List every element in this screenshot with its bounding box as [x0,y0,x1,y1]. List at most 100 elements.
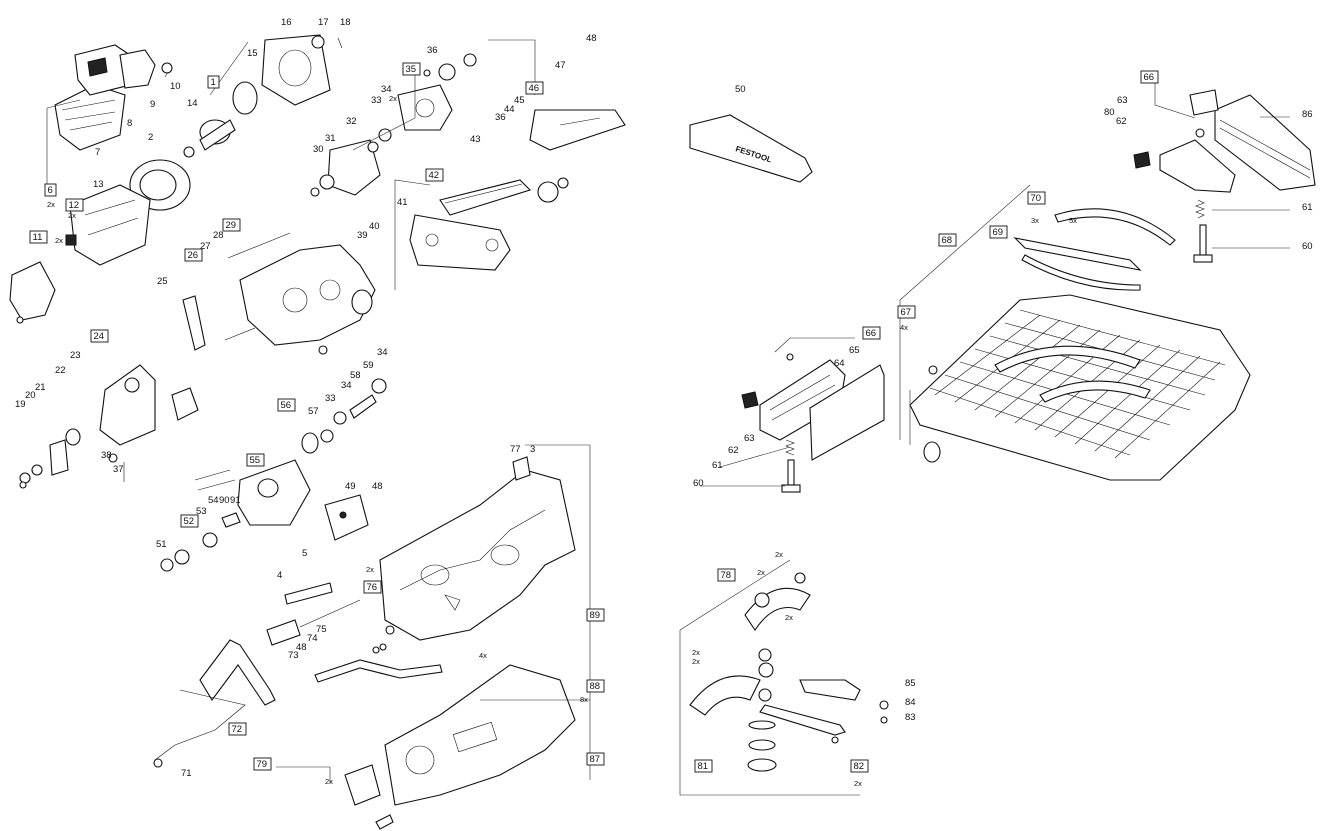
label-box [989,225,1008,239]
quantity-label: 5x [1069,216,1077,225]
part-label-19: 19 [15,399,26,410]
part-label-66: 66 [862,326,881,340]
part-label-36: 36 [495,112,506,123]
label-text: 32 [346,116,357,127]
label-text: 8 [127,118,132,129]
label-box [850,759,869,773]
part-label-17: 17 [318,17,329,28]
label-text: 25 [157,276,168,287]
part-label-24: 24 [90,329,109,343]
label-text: 68 [942,235,953,246]
part-label-61: 61 [1302,202,1313,213]
label-text: 48 [586,33,597,44]
part-label-23: 23 [70,350,81,361]
part-label-18: 18 [340,17,351,28]
part-label-42: 42 [425,168,444,182]
label-text: 9 [150,99,155,110]
label-text: 90 [219,495,230,506]
label-text: 65 [849,345,860,356]
label-text: 42 [429,170,440,181]
part-label-56: 56 [277,398,296,412]
part-label-38: 38 [101,450,112,461]
part-label-67: 67 [897,305,916,319]
label-text: 67 [901,307,912,318]
label-text: 34 [341,380,352,391]
label-text: 91 [230,495,241,506]
label-box [1140,70,1159,84]
part-label-46: 46 [525,81,544,95]
part-label-71: 71 [181,768,192,779]
label-box [207,75,220,89]
label-text: 44 [504,104,515,115]
part-label-87: 87 [586,752,605,766]
label-text: 76 [367,582,378,593]
label-text: 61 [712,460,723,471]
label-box [246,453,265,467]
part-label-8: 8 [127,118,132,129]
label-text: 7 [95,147,100,158]
part-label-84: 84 [905,697,916,708]
label-box [402,62,421,76]
label-text: 1 [211,77,216,88]
part-label-39: 39 [357,230,368,241]
part-label-43: 43 [470,134,481,145]
label-text: 22 [55,365,66,376]
label-text: 41 [397,197,408,208]
label-box [717,568,736,582]
label-text: 36 [427,45,438,56]
quantity-label: 3x [1031,216,1039,225]
part-label-32: 32 [346,116,357,127]
label-text: 48 [296,642,307,653]
part-label-27: 27 [200,241,211,252]
label-text: 29 [226,220,237,231]
label-text: 69 [993,227,1004,238]
label-box [44,183,57,197]
label-text: 87 [590,754,601,765]
label-text: 17 [318,17,329,28]
label-text: 2 [148,132,153,143]
label-text: 51 [156,539,167,550]
saw-head-group [19,364,387,572]
label-text: 50 [735,84,746,95]
label-text: 20 [25,390,36,401]
label-text: 23 [70,350,81,361]
part-label-76: 76 [363,580,382,594]
label-text: 74 [307,633,318,644]
label-box [277,398,296,412]
label-text: 33 [325,393,336,404]
part-label-61: 61 [712,460,723,471]
label-text: 55 [250,455,261,466]
label-text: 82 [854,761,865,772]
part-label-35: 35 [402,62,421,76]
label-text: 72 [232,724,243,735]
label-box [525,81,544,95]
part-label-91: 91 [230,495,241,506]
label-box [586,679,605,693]
part-label-13: 13 [93,179,104,190]
label-text: 66 [866,328,877,339]
label-text: 79 [257,759,268,770]
part-label-73: 73 [288,650,299,661]
label-text: 15 [247,48,258,59]
label-text: 59 [363,360,374,371]
label-text: 36 [495,112,506,123]
label-text: 52 [184,516,195,527]
quantity-label: 2x [775,550,783,559]
label-text: 30 [313,144,324,155]
part-label-34: 34 [377,347,388,358]
label-text: 34 [377,347,388,358]
label-text: 49 [345,481,356,492]
label-text: 61 [1302,202,1313,213]
label-box [363,580,382,594]
label-text: 39 [357,230,368,241]
part-label-1: 1 [207,75,220,89]
part-label-78: 78 [717,568,736,582]
motor-group [9,34,343,324]
belt-drive-group [182,39,626,355]
label-text: 12 [69,200,80,211]
label-text: 63 [744,433,755,444]
part-label-81: 81 [694,759,713,773]
part-label-66: 66 [1140,70,1159,84]
